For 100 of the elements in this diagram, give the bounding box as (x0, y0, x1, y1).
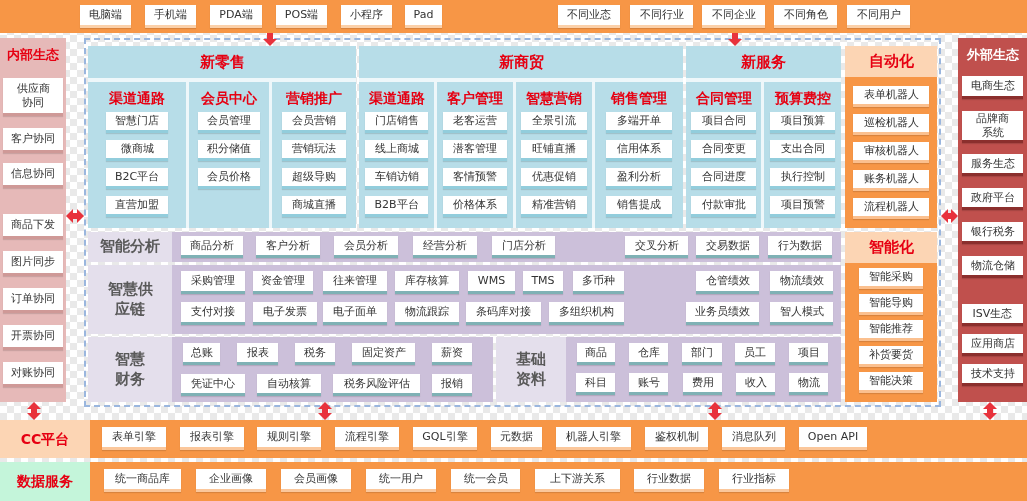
channel-tile: 手机端 (145, 5, 196, 28)
module-tile: 项目预算 (770, 112, 835, 133)
category-column (359, 82, 434, 228)
service-tile: 规则引擎 (257, 427, 321, 450)
module-tile: 经营分析 (413, 236, 477, 258)
module-tile: 物流 (789, 373, 828, 395)
channel-tile: 不同业态 (558, 5, 620, 28)
module-tile: 智慧门店 (106, 112, 168, 133)
module-tile: 客户分析 (256, 236, 320, 258)
module-tile: 部门 (682, 343, 722, 365)
service-tile: 会员画像 (281, 469, 351, 492)
platform-frame (84, 38, 941, 407)
module-tile: 积分储值 (198, 140, 260, 161)
category-column (437, 82, 513, 228)
module-tile: 会员营销 (282, 112, 346, 133)
module-tile: 直营加盟 (106, 196, 168, 217)
module-row (88, 265, 841, 334)
ecosystem-panel (0, 38, 66, 402)
service-tile: 表单引擎 (102, 427, 166, 450)
module-tile: 项目 (789, 343, 828, 365)
module-tile: 税务风险评估 (333, 374, 420, 396)
panel-title: 外部生态 (966, 46, 1019, 64)
module-tile: 会员管理 (198, 112, 260, 133)
service-tile: 统一会员 (451, 469, 520, 492)
module-tile: WMS (468, 271, 515, 294)
module-row (496, 337, 841, 402)
ecosystem-tile: 政府平台 (962, 188, 1023, 210)
module-tile: 凭证中心 (181, 374, 245, 396)
capability-panel (845, 46, 937, 228)
module-tile: 付款审批 (691, 196, 756, 217)
ecosystem-tile: 商品下发 (3, 214, 63, 239)
module-tile: 条码库对接 (466, 302, 541, 325)
arrow (263, 33, 277, 46)
header-band (0, 0, 1027, 33)
row-label: 智慧供应链 (88, 265, 172, 334)
module-tile: 多组织机构 (549, 302, 624, 325)
row-label: 基础资料 (496, 337, 566, 402)
category-heading: 会员中心 (201, 90, 257, 108)
module-tile: 往来管理 (323, 271, 387, 294)
module-tile: 账务机器人 (853, 170, 929, 191)
category-heading: 销售管理 (611, 90, 667, 108)
module-tile: 流程机器人 (853, 198, 929, 219)
module-tile: 巡检机器人 (853, 114, 929, 135)
module-tile: 超级导购 (282, 168, 346, 189)
module-tile: 项目合同 (691, 112, 756, 133)
module-tile: 智人模式 (770, 302, 833, 325)
section-header: 新零售 (88, 46, 356, 78)
capability-panel (845, 232, 937, 402)
module-tile: 商城直播 (282, 196, 346, 217)
ecosystem-tile: 品牌商系统 (962, 111, 1023, 143)
module-tile: 薪资 (432, 343, 472, 365)
channel-tile: Pad (405, 5, 442, 28)
double-arrow (983, 402, 997, 420)
module-tile: 行为数据 (768, 236, 832, 258)
module-tile: 盈利分析 (606, 168, 672, 189)
module-tile: 潜客管理 (443, 140, 507, 161)
module-tile: 业务员绩效 (686, 302, 759, 325)
category-heading: 客户管理 (447, 90, 503, 108)
row-label: 智能分析 (88, 232, 172, 262)
module-tile: 员工 (735, 343, 775, 365)
module-tile: 合同进度 (691, 168, 756, 189)
module-tile: 支出合同 (770, 140, 835, 161)
module-tile: 收入 (736, 373, 775, 395)
module-tile: 电子面单 (323, 302, 387, 325)
service-tile: 流程引擎 (335, 427, 399, 450)
category-column (595, 82, 683, 228)
channel-tile: 不同企业 (702, 5, 765, 28)
section-header: 新服务 (686, 46, 841, 78)
service-tile: 企业画像 (196, 469, 266, 492)
ecosystem-tile: 对账协同 (3, 362, 63, 387)
module-tile: 优惠促销 (521, 168, 587, 189)
ecosystem-panel (958, 38, 1027, 402)
module-tile: 采购管理 (181, 271, 245, 294)
service-tile: 鉴权机制 (645, 427, 708, 450)
channel-tile: 电脑端 (80, 5, 131, 28)
capability-header: 智能化 (845, 232, 937, 263)
module-tile: 多端开单 (606, 112, 672, 133)
module-tile: 客情预警 (443, 168, 507, 189)
module-tile: 微商城 (106, 140, 168, 161)
section-panel (88, 46, 356, 228)
module-tile: 物流跟踪 (395, 302, 459, 325)
ecosystem-tile: 银行税务 (962, 222, 1023, 244)
module-tile: 销售提成 (606, 196, 672, 217)
ecosystem-tile: 信息协同 (3, 163, 63, 188)
module-tile: 电子发票 (253, 302, 317, 325)
module-tile: 智能采购 (859, 268, 923, 289)
service-tile: 元数据 (491, 427, 542, 450)
module-tile: 线上商城 (365, 140, 428, 161)
service-tile: 行业指标 (719, 469, 789, 492)
channel-tile: 不同用户 (847, 5, 910, 28)
panel-title: 内部生态 (7, 46, 59, 64)
ecosystem-tile: 图片同步 (3, 251, 63, 276)
ecosystem-tile: 技术支持 (962, 364, 1023, 386)
module-tile: 信用体系 (606, 140, 672, 161)
ecosystem-tile: 客户协同 (3, 128, 63, 153)
double-arrow (708, 402, 722, 420)
module-tile: 会员价格 (198, 168, 260, 189)
service-tile: 消息队列 (722, 427, 785, 450)
ecosystem-tile: 开票协同 (3, 325, 63, 350)
ecosystem-tile: 服务生态 (962, 154, 1023, 176)
